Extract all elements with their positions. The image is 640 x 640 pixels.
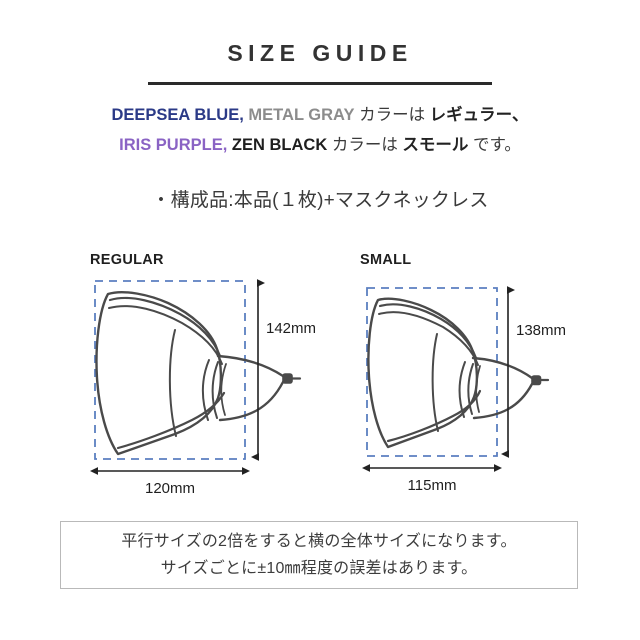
ear-loop-lower-regular: [218, 380, 285, 422]
mask-center-seam-regular: [168, 329, 177, 437]
diagram-label-small: SMALL: [360, 252, 412, 268]
mask-pleat-3-small: [475, 365, 481, 413]
color-line-2-tail: です。: [473, 136, 521, 154]
mask-center-seam-small: [431, 333, 439, 432]
color-line-2-suffix: カラーは: [331, 136, 398, 154]
diagram-label-regular: REGULAR: [90, 252, 164, 268]
mask-top-fold-2-small: [378, 311, 479, 366]
dimension-label-width-small: 115mm: [407, 477, 457, 494]
bounding-box-regular: [94, 280, 246, 460]
mask-pleat-2-regular: [211, 361, 219, 419]
color-description: DEEPSEA BLUE, METAL GRAY カラーは レギュラー、 IRI…: [0, 100, 640, 160]
color-name-iris-purple: IRIS PURPLE,: [119, 136, 228, 154]
mask-top-fold-small: [378, 303, 478, 360]
ear-loop-lower-small: [472, 382, 534, 420]
bounding-box-small: [366, 287, 498, 457]
color-line-1-suffix: カラーは: [359, 106, 426, 124]
mask-pleat-3-regular: [220, 363, 227, 416]
mask-pleat-2-small: [467, 363, 474, 415]
ear-loop-upper-small: [471, 356, 534, 380]
mask-diagrams-svg: [90, 279, 550, 475]
page-title: SIZE GUIDE: [227, 40, 413, 66]
color-name-metal-gray: METAL GRAY: [248, 106, 355, 124]
title-divider: [148, 82, 492, 85]
mask-illustration-small: [362, 286, 550, 472]
color-name-zen-black: ZEN BLACK: [231, 136, 328, 154]
mask-pleat-1-small: [458, 361, 466, 418]
ear-loop-adjuster-regular: [282, 373, 293, 384]
color-name-deepsea-blue: DEEPSEA BLUE,: [111, 106, 244, 124]
mask-body-outline-regular: [95, 290, 223, 456]
dimension-label-height-regular: 142mm: [266, 320, 317, 337]
mask-pleat-1-regular: [201, 359, 210, 421]
mask-top-fold-regular: [108, 296, 222, 358]
components-text: ・構成品:本品(１枚)+マスクネックレス: [151, 190, 489, 211]
diagram-section: REGULAR SMALL: [0, 248, 640, 506]
dimension-label-height-small: 138mm: [516, 322, 567, 339]
ear-loop-upper-regular: [216, 354, 285, 378]
note-line-1: 平行サイズの2倍をすると横の全体サイズになります。: [121, 533, 517, 550]
color-description-line-2: IRIS PURPLE, ZEN BLACK カラーは スモール です。: [0, 130, 640, 160]
size-word-regular-jp: レギュラー、: [429, 106, 529, 124]
size-word-small-jp: スモール: [402, 136, 469, 154]
mask-body-outline-small: [367, 297, 479, 449]
mask-top-fold-2-regular: [108, 305, 223, 365]
mask-bottom-fold-regular: [116, 391, 226, 450]
ear-loop-adjuster-small: [531, 375, 542, 386]
mask-bottom-fold-small: [386, 389, 482, 443]
mask-illustration-regular: [90, 279, 302, 475]
color-description-line-1: DEEPSEA BLUE, METAL GRAY カラーは レギュラー、: [0, 100, 640, 130]
dimension-label-width-regular: 120mm: [144, 480, 196, 497]
note-line-2: サイズごとに±10㎜程度の誤差はあります。: [160, 560, 478, 577]
note-box: 平行サイズの2倍をすると横の全体サイズになります。 サイズごとに±10㎜程度の誤…: [60, 521, 578, 589]
